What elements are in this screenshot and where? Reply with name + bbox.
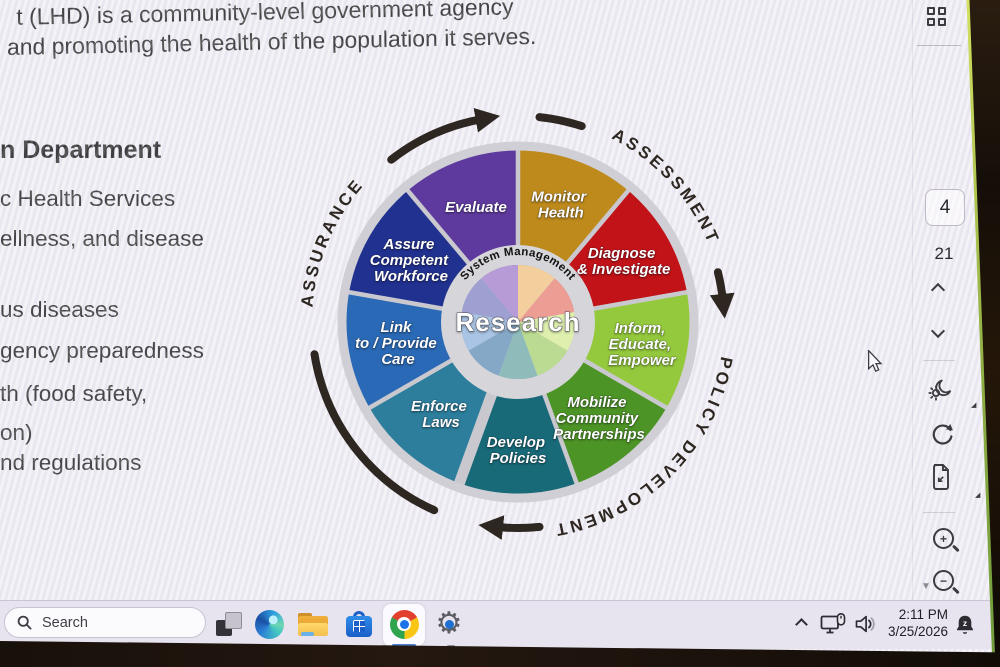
chevron-up-icon bbox=[930, 282, 946, 298]
tray-date: 3/25/2026 bbox=[887, 623, 948, 639]
pastel-mobilize bbox=[518, 322, 568, 376]
content-sidebar-divider bbox=[912, 0, 913, 600]
chrome-active-indicator bbox=[392, 644, 416, 648]
arc-top-right bbox=[535, 113, 586, 131]
tray-time: 2:11 PM bbox=[898, 607, 948, 622]
folder-icon bbox=[298, 612, 328, 636]
inner-ring bbox=[441, 245, 595, 399]
slide-body-line: nd regulations bbox=[0, 450, 142, 475]
windows-taskbar: ⚙ 2:11 PM 3/25/2026 bbox=[0, 600, 1000, 649]
total-pages-label: 21 bbox=[934, 244, 954, 263]
slide-body-line: th (food safety, bbox=[0, 381, 148, 406]
taskbar-search-box[interactable] bbox=[4, 607, 206, 638]
edge-browser-button[interactable] bbox=[254, 609, 284, 639]
day-night-icon bbox=[928, 379, 952, 401]
task-view-button[interactable] bbox=[214, 609, 244, 639]
sidebar-divider bbox=[923, 512, 955, 513]
slide-body-line: gency preparedness bbox=[0, 338, 204, 363]
settings-running-indicator bbox=[447, 645, 455, 648]
public-health-wheel-diagram: System Management Research Monitor Healt… bbox=[297, 108, 735, 540]
current-page-input[interactable]: 4 bbox=[925, 189, 965, 226]
chrome-icon bbox=[389, 609, 419, 639]
label-inform-educate-empower: Inform, Educate, Empower bbox=[608, 320, 677, 369]
pdf-toolbar-sidebar: 4 21 ◢ bbox=[913, 0, 980, 600]
chevron-up-icon bbox=[794, 617, 808, 631]
label-develop-policies: Develop Policies bbox=[487, 434, 550, 467]
slide-heading: n Department bbox=[0, 136, 162, 164]
next-page-button[interactable] bbox=[930, 323, 946, 339]
edge-icon bbox=[254, 609, 284, 639]
zoom-out-button[interactable]: − bbox=[933, 570, 954, 591]
microsoft-store-button[interactable] bbox=[344, 609, 374, 639]
svg-text:z: z bbox=[963, 618, 967, 628]
submenu-corner-icon: ◢ bbox=[971, 402, 977, 409]
cycle-arrows bbox=[310, 108, 735, 540]
tray-clock[interactable]: 2:11 PM 3/25/2026 bbox=[876, 607, 948, 640]
monitor-mouse-icon bbox=[820, 612, 845, 633]
theme-toggle-button[interactable]: ◢ bbox=[927, 376, 976, 409]
bell-dnd-icon: z bbox=[957, 615, 973, 634]
arc-right-arrow bbox=[709, 268, 735, 319]
previous-page-button[interactable] bbox=[930, 282, 946, 298]
pastel-link bbox=[461, 312, 518, 351]
settings-button[interactable]: ⚙ bbox=[434, 609, 464, 639]
label-monitor-health: Monitor Health bbox=[531, 189, 590, 222]
tray-show-hidden-button[interactable] bbox=[790, 609, 812, 639]
fit-page-button[interactable]: ◢ bbox=[929, 462, 980, 499]
fit-page-icon bbox=[933, 464, 949, 490]
file-explorer-button[interactable] bbox=[298, 609, 328, 639]
label-assure-workforce: Assure Competent Workforce bbox=[370, 236, 453, 285]
grid-view-icon bbox=[927, 7, 946, 26]
zoom-in-button[interactable]: + bbox=[933, 528, 954, 549]
current-page-value: 4 bbox=[939, 196, 951, 218]
label-mobilize-community: Mobilize Community Partnerships bbox=[553, 394, 645, 443]
wheel-rim bbox=[337, 141, 699, 503]
tray-devices-button[interactable] bbox=[818, 609, 848, 639]
mouse-cursor bbox=[867, 350, 883, 372]
label-link-provide-care: Link to / Provide Care bbox=[355, 319, 441, 368]
sidebar-divider bbox=[923, 360, 955, 361]
pastel-monitor bbox=[518, 265, 555, 322]
inner-pastel-wheel bbox=[461, 265, 575, 380]
pastel-assure bbox=[461, 278, 518, 322]
rotate-button[interactable] bbox=[929, 420, 956, 447]
research-center-label: Research bbox=[455, 307, 580, 337]
chrome-button[interactable] bbox=[389, 609, 419, 639]
label-enforce-laws: Enforce Laws bbox=[411, 398, 471, 431]
rotate-clockwise-icon bbox=[932, 424, 953, 445]
gear-icon: ⚙ bbox=[436, 609, 463, 639]
arc-top-arrow bbox=[387, 108, 501, 164]
tray-volume-button[interactable] bbox=[850, 609, 880, 639]
submenu-corner-icon: ◢ bbox=[975, 492, 981, 499]
thumbnail-grid-button[interactable] bbox=[927, 7, 946, 26]
search-icon bbox=[17, 615, 32, 630]
arc-bottom-left bbox=[310, 350, 439, 515]
sidebar-divider bbox=[917, 45, 961, 46]
pastel-evaluate bbox=[481, 265, 518, 322]
pastel-develop bbox=[498, 322, 538, 380]
slide-body-line: ellness, and disease bbox=[0, 226, 204, 251]
notification-bell-button[interactable]: z bbox=[950, 611, 980, 641]
segment-develop-policies bbox=[459, 322, 577, 494]
speaker-icon bbox=[855, 615, 875, 633]
zoom-in-icon: + bbox=[933, 528, 954, 549]
slide-body-line: on) bbox=[0, 420, 33, 445]
pastel-enforce bbox=[468, 322, 518, 376]
slide-body-line: us diseases bbox=[0, 297, 119, 322]
label-evaluate: Evaluate bbox=[445, 199, 507, 216]
label-diagnose-investigate: Diagnose & Investigate bbox=[577, 245, 670, 278]
store-bag-icon bbox=[346, 610, 372, 638]
zoom-out-icon: − bbox=[933, 570, 954, 591]
chevron-down-icon bbox=[930, 323, 946, 339]
slide-body-line: c Health Services bbox=[0, 186, 176, 211]
pastel-inform bbox=[518, 312, 575, 351]
pastel-diagnose bbox=[518, 278, 575, 322]
search-input[interactable] bbox=[40, 613, 184, 632]
scroll-down-arrow[interactable]: ▼ bbox=[921, 581, 931, 592]
arc-bottom-arrow bbox=[478, 515, 544, 540]
